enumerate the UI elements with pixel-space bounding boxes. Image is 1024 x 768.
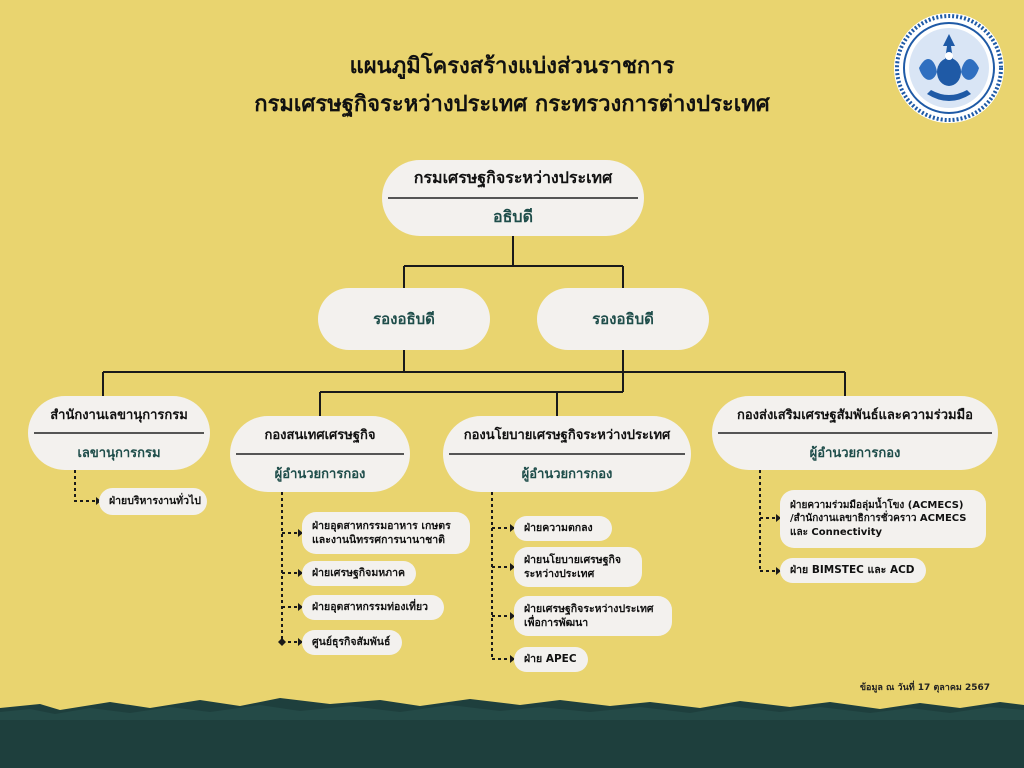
section-pill: ฝ่ายเศรษฐกิจระหว่างประเทศ เพื่อการพัฒนา [514, 596, 672, 636]
unit-head: เลขานุการกรม [77, 445, 161, 461]
root-node: กรมเศรษฐกิจระหว่างประเทศ อธิบดี [382, 160, 644, 236]
divider [718, 432, 992, 434]
ground-decoration [0, 698, 1024, 768]
section-pill: ฝ่ายความร่วมมือลุ่มน้ำโขง (ACMECS) /สำนั… [780, 490, 986, 548]
unit-node-economic-info: กองสนเทศเศรษฐกิจ ผู้อำนวยการกอง [230, 416, 410, 492]
divider [34, 432, 204, 434]
unit-name: กองสนเทศเศรษฐกิจ [264, 428, 376, 443]
unit-head: ผู้อำนวยการกอง [809, 445, 901, 461]
deputy-label: รองอธิบดี [373, 310, 435, 328]
data-date-note: ข้อมูล ณ วันที่ 17 ตุลาคม 2567 [859, 683, 990, 693]
section-pill: ฝ่ายความตกลง [514, 516, 612, 541]
unit-node-secretary: สำนักงานเลขานุการกรม เลขานุการกรม [28, 396, 210, 470]
section-pill: ฝ่ายอุตสาหกรรมอาหาร เกษตร และงานนิทรรศกา… [302, 512, 470, 554]
section-pill: ฝ่าย BIMSTEC และ ACD [780, 558, 926, 583]
page-title-line2: กรมเศรษฐกิจระหว่างประเทศ กระทรวงการต่างป… [254, 92, 770, 117]
divider [236, 453, 404, 455]
deputy-label: รองอธิบดี [592, 310, 654, 328]
root-head: อธิบดี [493, 207, 533, 226]
deputy-node-2: รองอธิบดี [537, 288, 709, 350]
unit-node-policy: กองนโยบายเศรษฐกิจระหว่างประเทศ ผู้อำนวยก… [443, 416, 691, 492]
section-pill: ฝ่ายนโยบายเศรษฐกิจ ระหว่างประเทศ [514, 547, 642, 587]
section-pill: ฝ่ายเศรษฐกิจมหภาค [302, 561, 416, 586]
unit-name: สำนักงานเลขานุการกรม [50, 407, 188, 423]
deputy-node-1: รองอธิบดี [318, 288, 490, 350]
section-pill: ฝ่ายอุตสาหกรรมท่องเที่ยว [302, 595, 444, 620]
divider [388, 197, 638, 199]
section-pill: ฝ่าย APEC [514, 647, 588, 672]
department-seal-icon [893, 12, 1005, 124]
root-name: กรมเศรษฐกิจระหว่างประเทศ [413, 168, 613, 187]
unit-node-cooperation: กองส่งเสริมเศรษฐสัมพันธ์และความร่วมมือ ผ… [712, 396, 998, 470]
unit-name: กองนโยบายเศรษฐกิจระหว่างประเทศ [463, 428, 671, 443]
unit-head: ผู้อำนวยการกอง [274, 467, 366, 482]
section-pill: ศูนย์ธุรกิจสัมพันธ์ [302, 630, 402, 655]
unit-head: ผู้อำนวยการกอง [521, 467, 613, 482]
unit-name: กองส่งเสริมเศรษฐสัมพันธ์และความร่วมมือ [737, 407, 973, 423]
divider [449, 453, 685, 455]
section-pill: ฝ่ายบริหารงานทั่วไป [99, 488, 207, 515]
page-title-line1: แผนภูมิโครงสร้างแบ่งส่วนราชการ [349, 54, 675, 79]
